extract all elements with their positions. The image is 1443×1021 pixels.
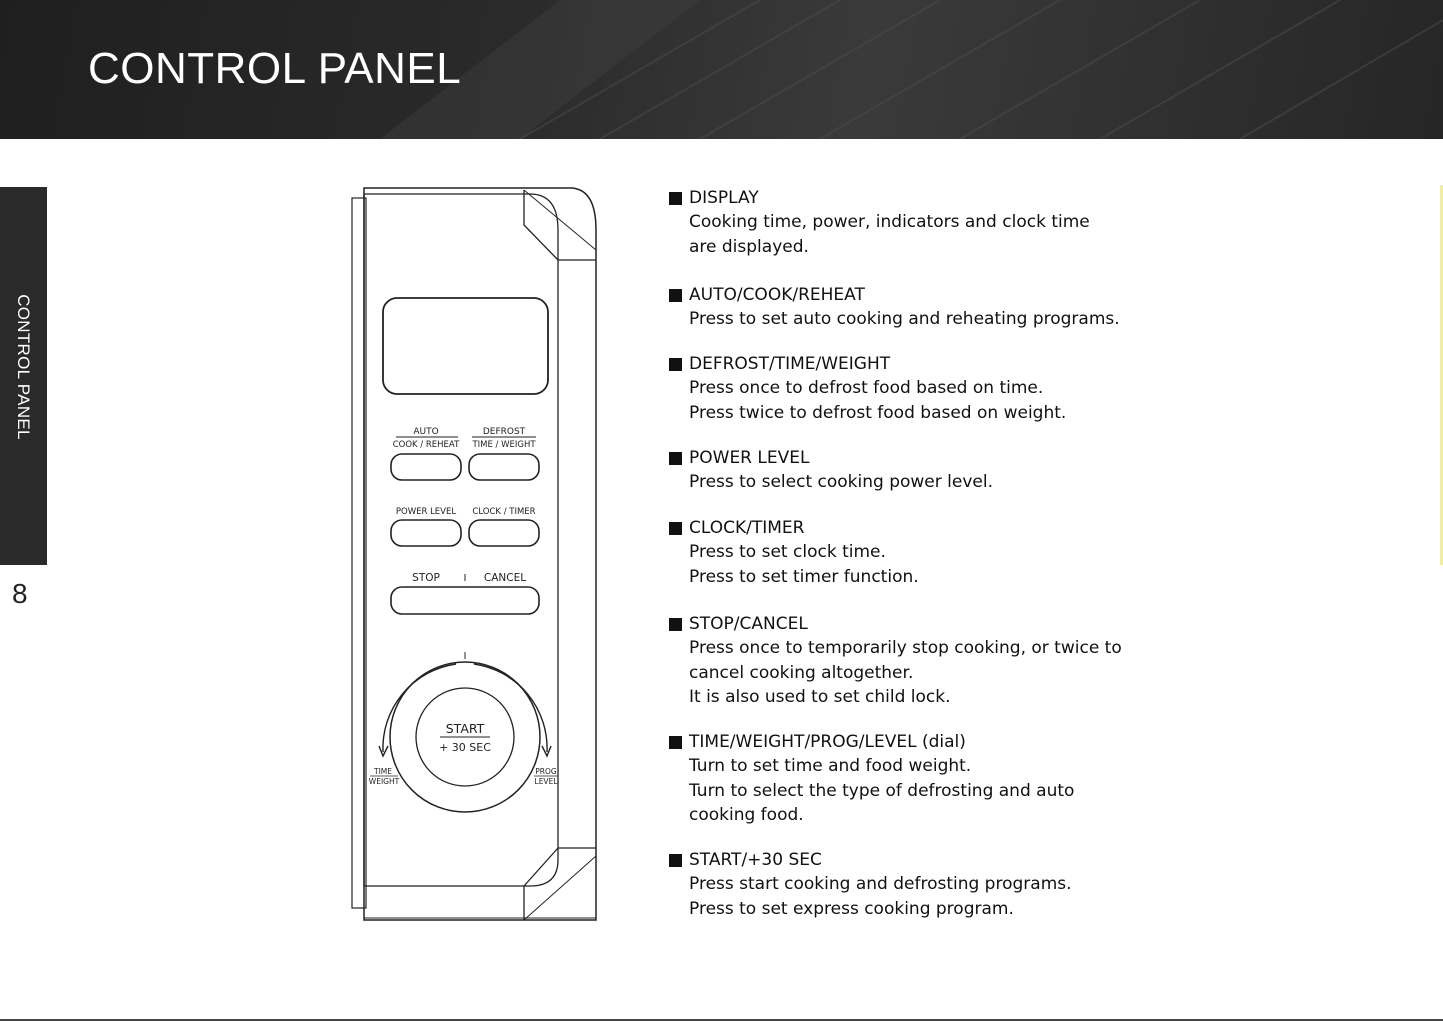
dial-prog-label: PROG [535, 767, 557, 776]
header-stripe-pattern [380, 0, 1443, 139]
defrost-time-weight-button[interactable] [468, 453, 540, 481]
item-clock-timer: CLOCK/TIMER Press to set clock time. Pre… [669, 516, 1189, 589]
start-button[interactable] [415, 687, 515, 787]
item-defrost: DEFROST/TIME/WEIGHT Press once to defros… [669, 352, 1189, 425]
item-line: Press once to defrost food based on time… [689, 378, 1044, 398]
item-line: Press to set auto cooking and reheating … [689, 309, 1120, 329]
item-start: START/+30 SEC Press start cooking and de… [669, 848, 1189, 921]
page-header: CONTROL PANEL [0, 0, 1443, 139]
bullet-icon [669, 357, 682, 371]
bullet-icon [669, 521, 682, 535]
power-level-label: POWER LEVEL [396, 507, 456, 517]
stop-cancel-button[interactable] [390, 586, 540, 615]
bullet-icon [669, 288, 682, 302]
time-weight-dial[interactable] [389, 661, 541, 813]
bullet-icon [669, 191, 682, 205]
item-line: Cooking time, power, indicators and cloc… [689, 212, 1090, 232]
item-line: cooking food. [689, 805, 804, 825]
clock-timer-label: CLOCK / TIMER [472, 507, 535, 517]
page-number: 8 [12, 578, 28, 609]
bullet-icon [669, 451, 682, 465]
item-line: Turn to set time and food weight. [689, 756, 972, 776]
item-dial: TIME/WEIGHT/PROG/LEVEL (dial) Turn to se… [669, 730, 1189, 828]
auto-cook-reheat-button[interactable] [390, 453, 462, 481]
item-line: Press to set clock time. [689, 542, 886, 562]
power-level-button[interactable] [390, 519, 462, 547]
stop-cancel-separator: I [464, 573, 467, 584]
item-line: Turn to select the type of defrosting an… [689, 780, 1075, 801]
cancel-label: CANCEL [484, 572, 526, 584]
bullet-icon [669, 735, 682, 749]
item-line: Press twice to defrost food based on wei… [689, 402, 1067, 423]
item-title: DEFROST/TIME/WEIGHT [689, 354, 891, 374]
display-window [382, 297, 549, 395]
bottom-rule [0, 1019, 1443, 1021]
control-panel-diagram: AUTO COOK / REHEAT DEFROST TIME / WEIGHT… [351, 187, 597, 921]
dial-top-mark: I [464, 651, 467, 662]
dial-time-label: TIME [373, 767, 392, 776]
side-tab-label: CONTROL PANEL [14, 294, 33, 440]
item-title: POWER LEVEL [689, 448, 810, 468]
bullet-icon [669, 853, 682, 867]
time-weight-label: TIME / WEIGHT [471, 440, 536, 450]
item-title: TIME/WEIGHT/PROG/LEVEL (dial) [689, 732, 966, 752]
clock-timer-button[interactable] [468, 519, 540, 547]
item-display: DISPLAY Cooking time, power, indicators … [669, 186, 1189, 259]
dial-level-label: LEVEL [535, 777, 559, 786]
item-line: Press once to temporarily stop cooking, … [689, 638, 1122, 658]
item-line: It is also used to set child lock. [689, 687, 951, 707]
cook-reheat-label: COOK / REHEAT [393, 440, 460, 450]
item-line: cancel cooking altogether. [689, 662, 914, 683]
page-title: CONTROL PANEL [88, 44, 462, 93]
dial-weight-label: WEIGHT [369, 777, 400, 786]
right-edge-mark [1440, 185, 1443, 565]
item-title: DISPLAY [689, 188, 759, 208]
item-line: are displayed. [689, 236, 809, 257]
side-tab [0, 187, 47, 565]
start-label: START [446, 721, 485, 736]
item-stop-cancel: STOP/CANCEL Press once to temporarily st… [669, 612, 1189, 710]
item-line: Press to set timer function. [689, 566, 919, 587]
defrost-label: DEFROST [483, 427, 526, 437]
item-title: START/+30 SEC [689, 850, 822, 870]
plus-30-sec-label: + 30 SEC [439, 741, 491, 754]
item-line: Press start cooking and defrosting progr… [689, 874, 1072, 894]
stop-label: STOP [412, 572, 440, 584]
item-title: CLOCK/TIMER [689, 518, 805, 538]
bullet-icon [669, 617, 682, 631]
auto-label: AUTO [413, 427, 438, 437]
item-line: Press to set express cooking program. [689, 898, 1014, 919]
item-line: Press to select cooking power level. [689, 472, 993, 492]
item-power-level: POWER LEVEL Press to select cooking powe… [669, 446, 1189, 495]
item-title: STOP/CANCEL [689, 614, 808, 634]
item-auto-cook-reheat: AUTO/COOK/REHEAT Press to set auto cooki… [669, 283, 1189, 332]
item-title: AUTO/COOK/REHEAT [689, 285, 865, 305]
